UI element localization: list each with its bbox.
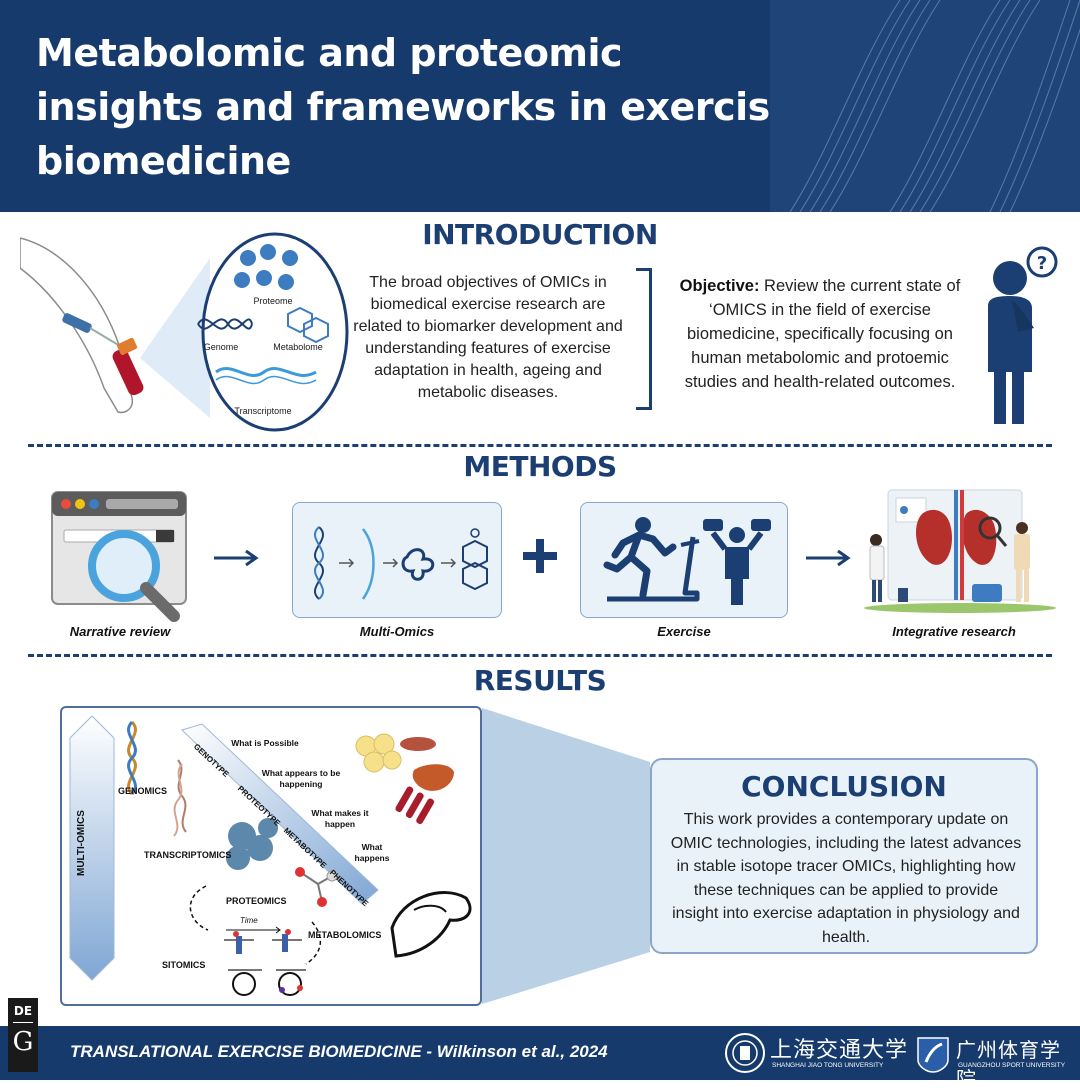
footer-bar: TRANSLATIONAL EXERCISE BIOMEDICINE - Wil…: [0, 1026, 1080, 1091]
conclusion-panel: CONCLUSION This work provides a contempo…: [650, 758, 1038, 954]
methods-heading: METHODS: [463, 450, 617, 483]
sjtu-seal-icon: [725, 1033, 765, 1073]
metabolomics-label: METABOLOMICS: [308, 930, 382, 940]
multi-omics-panel: [292, 502, 502, 618]
citation-text: TRANSLATIONAL EXERCISE BIOMEDICINE - Wil…: [70, 1042, 608, 1061]
header-banner: Metabolomic and proteomic insights and f…: [0, 0, 1080, 212]
multi-omics-diagram: [69, 715, 472, 996]
page-title: Metabolomic and proteomic insights and f…: [36, 31, 796, 183]
gzsu-logo-icon: [917, 1037, 949, 1073]
sjtu-name-en: SHANGHAI JIAO TONG UNIVERSITY: [772, 1062, 884, 1069]
objective-body: Review the current state of ‘OMICS in th…: [684, 277, 961, 391]
step-label-narrative-review: Narrative review: [69, 624, 171, 639]
introduction-text: The broad objectives of OMICs in biomedi…: [353, 274, 623, 401]
sjtu-name-cn: 上海交通大学: [770, 1038, 909, 1063]
transcriptome-label: Transcriptome: [234, 406, 292, 416]
exercise-panel: [580, 502, 788, 618]
arrow-icon: [806, 549, 851, 567]
bracket-divider: [636, 268, 652, 410]
thinking-person-icon: ?: [988, 246, 1058, 424]
svg-text:?: ?: [1037, 253, 1047, 274]
treadmill-runner-icon: [603, 517, 771, 605]
note-what-is-possible: What is Possible: [231, 738, 299, 748]
multi-omics-axis-label: MULTI-OMICS: [76, 810, 87, 876]
results-figure: MULTI-OMICS GENOMICS TRANSCRIPTOMICS PRO…: [60, 706, 482, 1006]
plus-icon: [523, 539, 557, 573]
publisher-logo-rule: [13, 1022, 33, 1023]
header-wave-decoration: [770, 0, 1080, 212]
gzsu-name-en: GUANGZHOU SPORT UNIVERSITY: [958, 1062, 1066, 1069]
genomics-label: GENOMICS: [118, 786, 168, 796]
publisher-logo-bottom: G: [12, 1027, 34, 1057]
proteomics-label: PROTEOMICS: [226, 896, 287, 906]
publisher-logo: DE G: [8, 998, 38, 1072]
sitomics-label: SITOMICS: [162, 960, 206, 970]
introduction-heading: INTRODUCTION: [422, 218, 658, 251]
divider-intro-methods: [28, 444, 1052, 447]
integrative-research-illustration: [864, 489, 1056, 613]
divider-methods-results: [28, 654, 1052, 657]
step-label-multi-omics: Multi-Omics: [359, 624, 435, 639]
note-what-happens: What happens: [354, 842, 390, 863]
note-what-appears-happening: What appears to be happening: [261, 768, 341, 789]
proteome-label: Proteome: [253, 296, 293, 306]
omics-flow-icon: [313, 526, 488, 600]
conclusion-heading: CONCLUSION: [741, 770, 947, 803]
blood-sample-omics-illustration: [20, 232, 349, 432]
browser-search-icon: [51, 491, 187, 622]
results-callout-shape: [482, 708, 650, 1004]
transcriptomics-label: TRANSCRIPTOMICS: [144, 850, 232, 860]
time-label: Time: [240, 916, 258, 925]
step-label-integrative-research: Integrative research: [892, 624, 1016, 639]
objective-label: Objective:: [679, 277, 760, 295]
arrow-icon: [214, 549, 259, 567]
step-label-exercise: Exercise: [657, 624, 711, 639]
conclusion-text: This work provides a contemporary update…: [670, 811, 1022, 946]
objective-text: Objective: Review the current state of ‘…: [670, 274, 970, 394]
note-what-makes-it-happen: What makes it happen: [311, 808, 369, 829]
publisher-logo-top: DE: [13, 1004, 33, 1018]
metabolome-label: Metabolome: [273, 342, 323, 352]
genome-label: Genome: [203, 342, 239, 352]
results-heading: RESULTS: [473, 664, 607, 697]
